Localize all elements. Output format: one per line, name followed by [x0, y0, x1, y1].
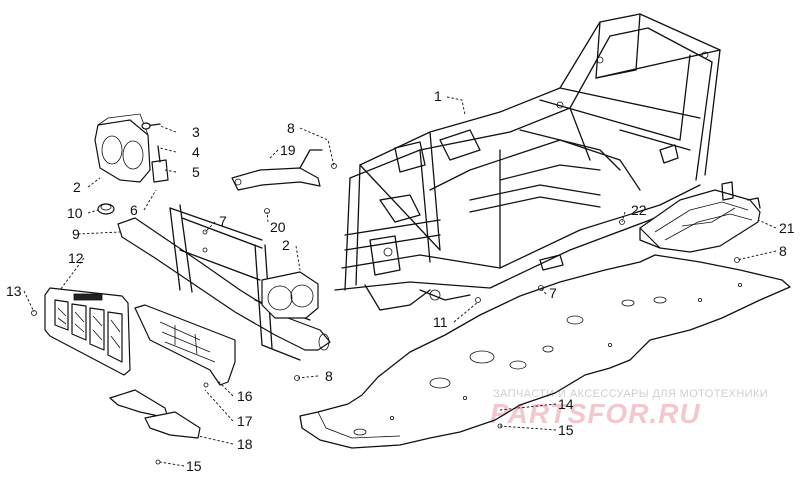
callout-6: 6 [130, 202, 138, 218]
headlight-bracket [151, 145, 169, 183]
callout-17: 17 [237, 413, 253, 429]
callout-9: 9 [72, 226, 80, 242]
front-grille-panel [44, 287, 131, 376]
callout-10: 10 [67, 205, 83, 221]
callout-1: 1 [434, 88, 442, 104]
callout-14: 14 [558, 396, 574, 412]
bumper-mount-bracket-17-18 [109, 382, 209, 439]
rear-rack-bracket [639, 181, 761, 253]
bumper-skid-plate [134, 304, 236, 386]
callout-11: 11 [433, 314, 448, 330]
callout-7-lower: 7 [549, 285, 557, 301]
main-frame [334, 13, 721, 311]
screw-3 [141, 122, 161, 130]
callout-3: 3 [192, 124, 200, 140]
callout-12: 12 [68, 250, 84, 266]
callout-5: 5 [192, 164, 200, 180]
callout-22: 22 [631, 202, 647, 218]
footrest-bracket-19 [231, 149, 323, 191]
watermark-caption: ЗАПЧАСТИ И АКСЕССУАРЫ ДЛЯ МОТОТЕХНИКИ [493, 388, 768, 400]
callout-13: 13 [6, 283, 22, 299]
callout-2-headlight-right: 2 [282, 237, 290, 253]
callout-8-lower: 8 [325, 368, 333, 384]
callout-15-left: 15 [186, 458, 202, 474]
callout-15-right: 15 [558, 422, 574, 438]
headlight-left [94, 113, 151, 183]
watermark-brand: PARTSFOR.RU [490, 398, 701, 429]
callout-8-right: 8 [779, 243, 787, 259]
watermark: ЗАПЧАСТИ И АКСЕССУАРЫ ДЛЯ МОТОТЕХНИКИ PA… [490, 388, 768, 429]
callout-8-upper: 8 [287, 120, 295, 136]
callout-20: 20 [270, 219, 286, 235]
skid-plate [299, 254, 791, 449]
callout-16: 16 [237, 388, 253, 404]
leader-lines [23, 96, 777, 467]
callout-4: 4 [192, 144, 200, 160]
grille-badge [73, 293, 103, 301]
callout-21: 21 [779, 220, 795, 236]
callout-labels: 1 2 2 3 4 5 6 7 7 8 8 8 9 10 11 12 13 14… [6, 88, 795, 474]
grommet-10 [97, 203, 115, 215]
headlight-right [261, 271, 319, 319]
callout-7-upper: 7 [219, 213, 227, 229]
callout-2-headlight-left: 2 [73, 179, 81, 195]
callout-19: 19 [280, 142, 296, 158]
callout-18: 18 [237, 436, 253, 452]
